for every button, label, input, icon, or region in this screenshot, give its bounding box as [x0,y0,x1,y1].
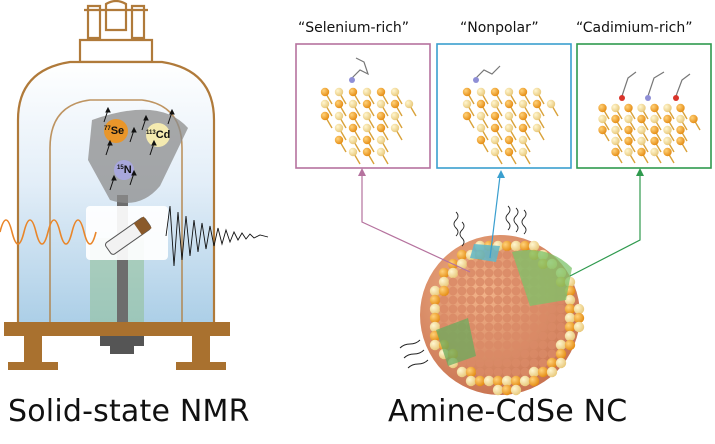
lattice-nonpolar [462,87,559,165]
svg-text:77Se: 77Se [104,125,124,137]
nanocrystal [420,235,585,396]
lattice-selenium-rich [320,87,417,165]
magnet-stand [4,322,230,370]
svg-text:15N: 15N [117,164,132,176]
nonpolar-facet [470,244,500,262]
cd-rich-facet [512,250,572,306]
rf-wave [0,219,97,245]
rotor [105,216,152,255]
facet-bottom-left [436,318,476,366]
nucleus-n: 15N [114,160,134,180]
spin-arrows [103,106,175,191]
nc-ligand-tails [399,205,527,369]
magnet-top-towers [78,0,154,64]
lattice-cadmium-rich [598,103,701,164]
svg-text:113Cd: 113Cd [146,129,170,141]
caption-solid-state-nmr: Solid-state NMR [8,394,250,429]
nucleus-se: 77Se [104,119,128,143]
nmr-magnet [16,0,216,354]
caption-amine-cdse-nc: Amine-CdSe NC [388,394,628,429]
panel-title-cadmium-rich: “Cadimium-rich” [576,20,693,36]
connector-arrows [361,174,641,277]
arrow-heads [358,168,644,178]
nucleus-cd: 113Cd [146,123,170,147]
panel-title-nonpolar: “Nonpolar” [460,20,539,36]
ligand-atoms [349,77,679,101]
fid-signal [165,205,269,267]
panel-title-selenium-rich: “Selenium-rich” [298,20,410,36]
amine-ligands [351,57,691,97]
